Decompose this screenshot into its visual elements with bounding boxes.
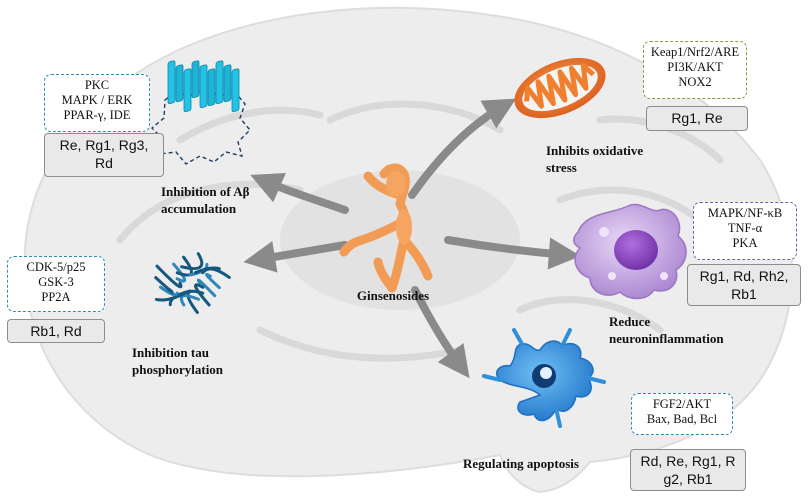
- fibril-rod: [175, 64, 184, 103]
- tau-strand: [179, 294, 200, 307]
- tau-strand: [172, 262, 187, 283]
- tau-strand: [155, 264, 183, 289]
- inflammation-caption-2: neuroninflammation: [609, 331, 724, 346]
- oxidative-pathway-3: NOX2: [678, 75, 712, 89]
- inflammation-agents-2: Rb1: [731, 286, 757, 302]
- oxidative-pathway-2: PI3K/AKT: [667, 60, 723, 74]
- tau-caption-2: phosphorylation: [132, 362, 224, 377]
- abeta-pathway-box: PKC MAPK / ERK PPAR-γ, IDE: [44, 74, 150, 132]
- arrow-to-tau: [243, 241, 349, 273]
- oxidative-caption: Inhibits oxidative stress: [546, 142, 643, 176]
- abeta-agents-2: Rd: [95, 155, 113, 171]
- arrows: [243, 98, 581, 379]
- oxidative-caption-2: stress: [546, 160, 577, 175]
- oxidative-agents-1: Rg1, Re: [671, 110, 723, 126]
- inflammation-agents-box: Rg1, Rd, Rh2, Rb1: [687, 264, 801, 306]
- fibril-rod: [215, 60, 224, 105]
- tau-strands: [154, 252, 231, 314]
- fibril-rod: [199, 64, 208, 109]
- inflammation-agents-1: Rg1, Rd, Rh2,: [699, 268, 789, 284]
- abeta-agents-box: Re, Rg1, Rg3, Rd: [44, 133, 164, 177]
- tau-pathway-box: CDK-5/p25 GSK-3 PP2A: [7, 256, 105, 312]
- tau-strand: [196, 278, 217, 298]
- tau-strand: [159, 285, 179, 297]
- fibril-rod: [183, 68, 192, 113]
- apoptosis-pathway-1: FGF2/AKT: [652, 397, 712, 411]
- fibril-rod: [167, 60, 176, 105]
- tau-strand: [154, 276, 174, 294]
- arrow-to-abeta: [250, 172, 349, 214]
- arrow-to-inflammation: [444, 236, 581, 270]
- microglia-icon: [573, 203, 687, 300]
- tau-caption-1: Inhibition tau: [132, 345, 209, 360]
- tau-strand: [180, 252, 204, 271]
- tau-caption: Inhibition tau phosphorylation: [132, 344, 223, 378]
- apoptosis-agents-box: Rd, Re, Rg1, R g2, Rb1: [630, 449, 746, 491]
- inflammation-pathway-box: MAPK/NF-κB TNF-α PKA: [693, 202, 797, 260]
- tau-strand: [205, 273, 221, 290]
- apoptosis-agents-1: Rd, Re, Rg1, R: [640, 453, 736, 469]
- fibril-rod: [207, 68, 216, 107]
- arrow-to-apoptosis: [411, 286, 470, 379]
- fibril-rod: [223, 64, 232, 103]
- tau-strand: [155, 291, 187, 302]
- abeta-caption-2: accumulation: [161, 201, 237, 216]
- apoptosis-caption-1: Regulating apoptosis: [463, 456, 579, 471]
- tau-strand: [186, 289, 205, 314]
- inflammation-caption: Reduce neuroninflammation: [609, 313, 724, 347]
- apoptosis-pathway-box: FGF2/AKT Bax, Bad, Bcl: [631, 393, 733, 435]
- mitochondrion-icon: [514, 57, 606, 119]
- abeta-pathway-3: PPAR-γ, IDE: [63, 108, 131, 122]
- oxidative-caption-1: Inhibits oxidative: [546, 143, 644, 158]
- tau-agents-1: Rb1, Rd: [30, 323, 82, 339]
- tau-strand: [194, 283, 211, 307]
- abeta-pathway-1: PKC: [84, 78, 110, 92]
- tau-agents-box: Rb1, Rd: [7, 319, 105, 343]
- oxidative-pathway-box: Keap1/Nrf2/ARE PI3K/AKT NOX2: [643, 41, 747, 99]
- tau-pathway-3: PP2A: [41, 290, 71, 304]
- apoptosis-agents-2: g2, Rb1: [663, 471, 713, 487]
- fibril-rods: [167, 60, 240, 113]
- inflammation-pathway-3: PKA: [732, 236, 758, 250]
- tau-pathway-2: GSK-3: [38, 275, 74, 289]
- apoptosis-pathway-2: Bax, Bad, Bcl: [646, 412, 718, 426]
- tau-tangle-icon: [154, 252, 231, 314]
- apoptosis-caption: Regulating apoptosis: [463, 455, 579, 472]
- abeta-caption-1: Inhibition of Aβ: [161, 184, 250, 199]
- fibril-rod: [231, 68, 240, 113]
- tau-pathway-1: CDK-5/p25: [26, 260, 86, 274]
- tau-strand: [201, 267, 231, 279]
- fibril-rod: [191, 60, 200, 99]
- neuron-icon: [482, 328, 606, 428]
- abeta-agents-1: Re, Rg1, Rg3,: [59, 137, 149, 153]
- arrow-to-oxidative: [408, 98, 517, 199]
- inflammation-pathway-2: TNF-α: [727, 221, 763, 235]
- inflammation-pathway-1: MAPK/NF-κB: [707, 206, 783, 220]
- inflammation-caption-1: Reduce: [609, 314, 651, 329]
- ginseng-root-icon: [339, 163, 433, 293]
- abeta-pathway-2: MAPK / ERK: [61, 93, 133, 107]
- oxidative-pathway-1: Keap1/Nrf2/ARE: [650, 45, 740, 59]
- oxidative-agents-box: Rg1, Re: [646, 106, 748, 131]
- abeta-caption: Inhibition of Aβ accumulation: [161, 183, 250, 217]
- center-label: Ginsenosides: [357, 288, 429, 303]
